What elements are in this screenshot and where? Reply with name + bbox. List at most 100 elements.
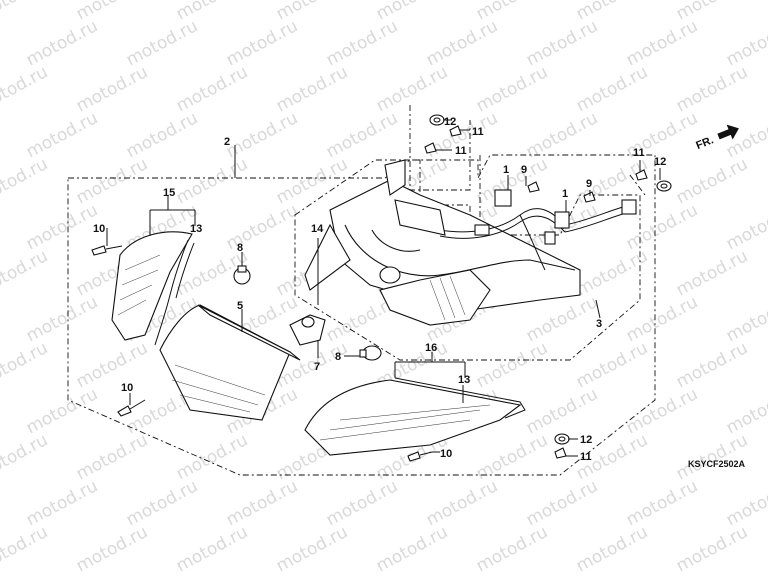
- part-label-1: 1: [503, 164, 509, 176]
- part-label-16: 16: [425, 342, 437, 354]
- watermark-text: motod.ru: [0, 62, 51, 116]
- watermark-text: motod.ru: [473, 338, 551, 392]
- watermark-text: motod.ru: [73, 62, 151, 116]
- watermark-text: motod.ru: [423, 476, 501, 530]
- diagram-code: KSYCF2502A: [688, 459, 746, 469]
- part-label-2: 2: [224, 136, 230, 148]
- watermark-text: motod.ru: [673, 62, 751, 116]
- part-label-7: 7: [314, 361, 320, 373]
- watermark-text: motod.ru: [273, 522, 351, 576]
- part-label-10: 10: [121, 382, 133, 394]
- watermark-text: motod.ru: [723, 384, 768, 438]
- watermark-text: motod.ru: [523, 476, 601, 530]
- watermark-text: motod.ru: [23, 16, 101, 70]
- watermark-text: motod.ru: [73, 338, 151, 392]
- part-label-11: 11: [633, 147, 645, 159]
- washer-icon: [656, 180, 672, 192]
- part-label-14: 14: [311, 223, 324, 235]
- part-label-13: 13: [190, 223, 202, 235]
- main-lens: [159, 304, 301, 421]
- wiring-harness: [439, 189, 637, 271]
- watermark-text: motod.ru: [223, 476, 301, 530]
- watermark-text: motod.ru: [0, 338, 51, 392]
- watermark-text: motod.ru: [573, 62, 651, 116]
- watermark-text: motod.ru: [0, 108, 1, 162]
- part-label-9: 9: [586, 178, 592, 190]
- bolt-icon: [449, 125, 462, 137]
- washer-icon: [429, 114, 445, 126]
- watermark-text: motod.ru: [73, 154, 151, 208]
- bolt-icon: [527, 181, 540, 193]
- watermark-text: motod.ru: [523, 108, 601, 162]
- watermark-text: motod.ru: [623, 16, 701, 70]
- watermark-text: motod.ru: [323, 476, 401, 530]
- watermark-text: motod.ru: [723, 200, 768, 254]
- watermark-text: motod.ru: [223, 16, 301, 70]
- watermark-text: motod.ru: [0, 16, 1, 70]
- part-label-1: 1: [562, 188, 568, 200]
- washer-icon: [554, 433, 570, 445]
- rear-housing: [304, 179, 581, 326]
- bolt-icon: [583, 191, 596, 203]
- watermark-text: motod.ru: [473, 62, 551, 116]
- watermark-text: motod.ru: [473, 154, 551, 208]
- watermark-text: motod.ru: [723, 476, 768, 530]
- watermark-text: motod.ru: [473, 522, 551, 576]
- watermark-text: motod.ru: [673, 154, 751, 208]
- part-label-8: 8: [237, 242, 243, 254]
- right-lens: [304, 377, 526, 456]
- watermark-text: motod.ru: [173, 430, 251, 484]
- part-label-3: 3: [596, 318, 602, 330]
- part-label-10: 10: [93, 223, 105, 235]
- part-label-10: 10: [440, 448, 452, 460]
- leader-lines: [106, 119, 661, 457]
- watermark-text: motod.ru: [623, 292, 701, 346]
- watermark-text: motod.ru: [23, 476, 101, 530]
- part-label-12: 12: [580, 434, 592, 446]
- watermark-text: motod.ru: [573, 154, 651, 208]
- watermark-text: motod.ru: [673, 246, 751, 300]
- part-label-15: 15: [163, 187, 175, 199]
- watermark-text: motod.ru: [623, 476, 701, 530]
- watermark-text: motod.ru: [0, 0, 51, 24]
- watermark-text: motod.ru: [223, 200, 301, 254]
- screws: [91, 125, 648, 462]
- part-label-12: 12: [654, 156, 666, 168]
- part-label-5: 5: [237, 300, 243, 312]
- watermark-text: motod.ru: [523, 384, 601, 438]
- part-label-11: 11: [455, 145, 467, 157]
- watermark-text: motod.ru: [473, 430, 551, 484]
- watermark-text: motod.ru: [173, 522, 251, 576]
- watermark-text: motod.ru: [373, 522, 451, 576]
- watermark-text: motod.ru: [173, 154, 251, 208]
- socket-icon: [289, 314, 326, 346]
- watermark-text: motod.ru: [323, 16, 401, 70]
- part-label-12: 12: [444, 116, 456, 128]
- watermark-text: motod.ru: [73, 430, 151, 484]
- watermark-text: motod.ru: [23, 292, 101, 346]
- watermark-text: motod.ru: [0, 430, 51, 484]
- watermark-text: motod.ru: [0, 384, 1, 438]
- watermark-text: motod.ru: [0, 292, 1, 346]
- watermark-text: motod.ru: [423, 16, 501, 70]
- part-label-11: 11: [580, 451, 592, 463]
- watermark-text: motod.ru: [123, 476, 201, 530]
- watermark-text: motod.ru: [673, 430, 751, 484]
- watermark-text: motod.ru: [23, 384, 101, 438]
- left-reflector-lens: [111, 231, 195, 346]
- watermark-text: motod.ru: [623, 384, 701, 438]
- screw-icon: [407, 451, 433, 462]
- watermark-text: motod.ru: [673, 338, 751, 392]
- watermark-text: motod.ru: [573, 246, 651, 300]
- watermark-text: motod.ru: [573, 338, 651, 392]
- watermark-text: motod.ru: [723, 292, 768, 346]
- bulb-icon: [233, 265, 251, 285]
- watermark-text: motod.ru: [673, 522, 751, 576]
- watermark-text: motod.ru: [273, 62, 351, 116]
- part-label-8: 8: [335, 351, 341, 363]
- watermark-text: motod.ru: [273, 154, 351, 208]
- watermark-text: motod.ru: [573, 522, 651, 576]
- bolt-icon: [635, 169, 648, 181]
- front-indicator-label: FR.: [694, 134, 715, 152]
